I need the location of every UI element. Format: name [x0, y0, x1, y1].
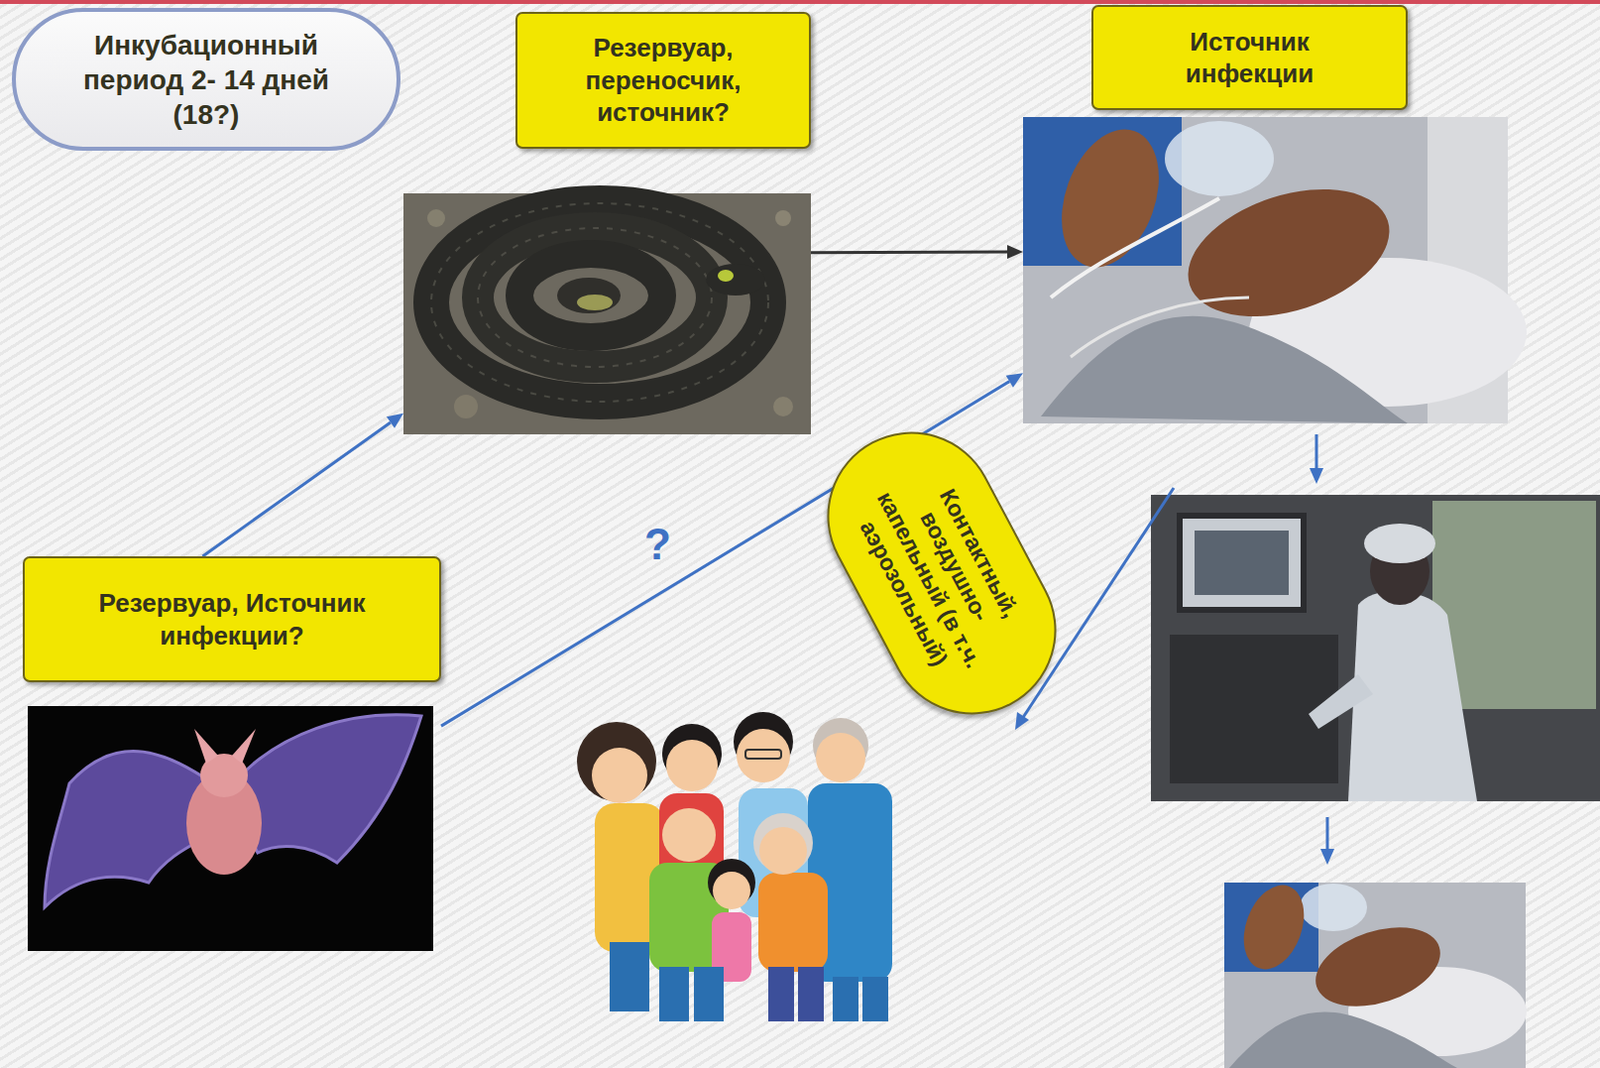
transmission-pill: Контактный, воздушно-капельный (в т.ч. а…: [798, 402, 1087, 745]
top-rule: [0, 0, 1600, 4]
node-text: Резервуар, переносчик, источник?: [539, 31, 788, 129]
reservoir-box: Резервуар, переносчик, источник?: [515, 11, 811, 149]
bat-group: Резервуар, Источник инфекции?: [22, 556, 442, 951]
patient-photo-small: [1224, 876, 1527, 1068]
node-text: Резервуар, Источник инфекции?: [43, 586, 421, 652]
connector-arrow: [202, 413, 404, 557]
patient-group: Источник инфекции: [1023, 4, 1508, 424]
incubation-oval: Инкубационный период 2- 14 дней (18?): [11, 7, 401, 151]
patient-photo: [1023, 115, 1527, 424]
node-text: Контактный, воздушно-капельный (в т.ч. а…: [835, 441, 1048, 705]
snake-group: Резервуар, переносчик, источник?: [403, 11, 811, 435]
nurse-photo: [1150, 494, 1600, 801]
snake-photo: [403, 193, 811, 435]
reservoir-box: Резервуар, Источник инфекции?: [22, 556, 442, 683]
bat-photo: [27, 705, 434, 951]
connector-arrow: [810, 244, 1024, 259]
node-text: Инкубационный период 2- 14 дней (18?): [57, 27, 355, 132]
node-text: Источник инфекции: [1150, 25, 1350, 91]
family-cartoon: [576, 711, 893, 1022]
spread-arrows: [1015, 434, 1335, 865]
source-box: Источник инфекции: [1091, 4, 1408, 111]
edge-label: ?: [644, 522, 672, 567]
